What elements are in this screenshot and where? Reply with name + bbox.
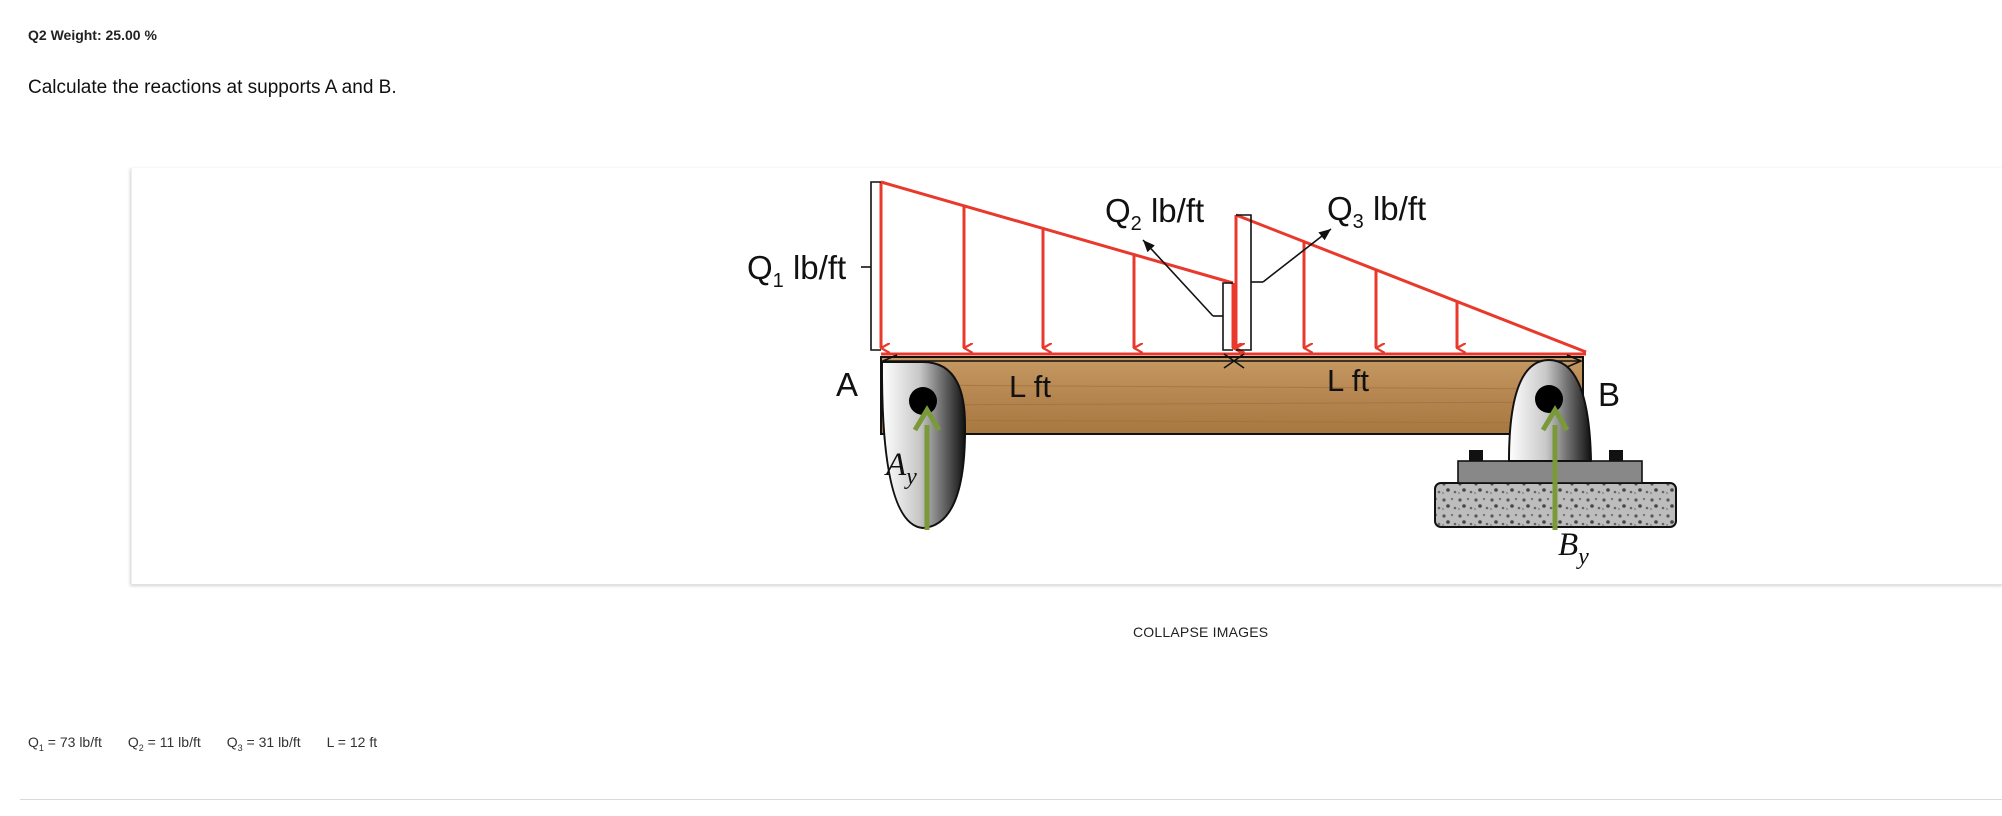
q2-label: Q2 lb/ft	[1105, 192, 1204, 235]
support-b-label: B	[1598, 376, 1620, 413]
support-a-label: A	[836, 366, 858, 403]
q1-label: Q1 lb/ft	[747, 249, 846, 292]
distributed-load	[879, 180, 1587, 356]
question-prompt: Calculate the reactions at supports A an…	[28, 77, 397, 98]
section-divider	[20, 799, 2002, 800]
given-q3: Q3 = 31 lb/ft	[226, 734, 301, 753]
q3-label: Q3 lb/ft	[1327, 190, 1426, 233]
pin-support-a	[880, 360, 967, 530]
reaction-b-label: By	[1558, 527, 1589, 570]
given-q1: Q1 = 73 lb/ft	[28, 734, 102, 753]
given-l: L = 12 ft	[326, 734, 378, 750]
reaction-a-label: Ay	[884, 447, 917, 490]
magnitude-brackets	[861, 181, 1332, 351]
given-q2: Q2 = 11 lb/ft	[127, 734, 201, 753]
given-values: Q1 = 73 lb/ft Q2 = 11 lb/ft Q3 = 31 lb/f…	[28, 734, 377, 753]
figure-container: Q1 lb/ft Q2 lb/ft Q3 lb/ft L ft L ft A B…	[131, 168, 2002, 585]
reaction-arrows	[912, 405, 1570, 530]
collapse-images-button[interactable]: COLLAPSE IMAGES	[1133, 624, 1269, 640]
span-left-label: L ft	[1009, 369, 1051, 404]
beam-diagram: Q1 lb/ft Q2 lb/ft Q3 lb/ft L ft L ft A B…	[747, 180, 1677, 570]
span-right-label: L ft	[1327, 363, 1369, 398]
question-weight: Q2 Weight: 25.00 %	[28, 27, 157, 43]
